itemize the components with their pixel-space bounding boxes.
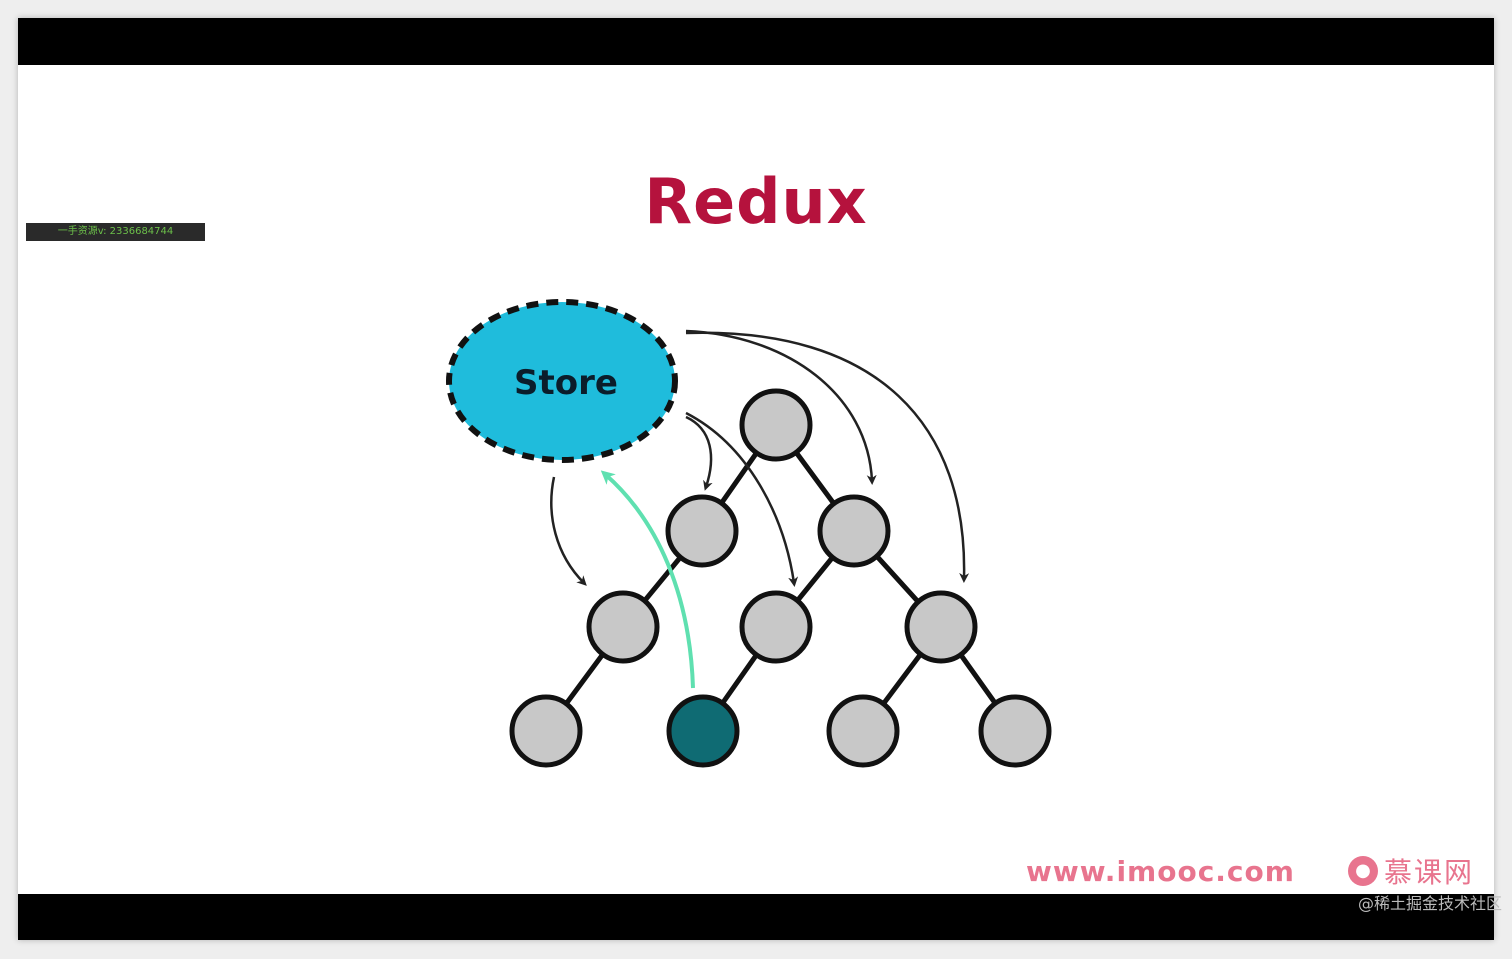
subscribe-arrows bbox=[550, 329, 970, 587]
credit-watermark: @稀土掘金技术社区 bbox=[1357, 894, 1502, 913]
subscribe-arrow bbox=[685, 411, 799, 587]
video-frame: 一手资源v: 2336684744 Redux bbox=[18, 18, 1494, 940]
tree-node bbox=[739, 590, 813, 664]
flame-icon: ● bbox=[1348, 856, 1378, 886]
tree-node bbox=[665, 494, 739, 568]
tree-node bbox=[904, 590, 978, 664]
site-url-watermark: www.imooc.com bbox=[1026, 855, 1295, 888]
subscribe-arrow bbox=[685, 415, 713, 491]
brand-logo: ● 慕课网 bbox=[1348, 853, 1474, 889]
dispatch-arrow bbox=[600, 470, 695, 689]
subscribe-arrow bbox=[685, 329, 877, 485]
tree-nodes bbox=[509, 388, 1052, 768]
watermark-box: 一手资源v: 2336684744 bbox=[26, 223, 205, 241]
tree-node bbox=[826, 694, 900, 768]
store-bubble bbox=[446, 299, 678, 463]
tree-node-active bbox=[666, 694, 740, 768]
redux-diagram: Store bbox=[446, 299, 1052, 768]
brand-name: 慕课网 bbox=[1384, 856, 1475, 889]
tree-node bbox=[586, 590, 660, 664]
slide: 一手资源v: 2336684744 Redux bbox=[18, 65, 1494, 894]
store-label: Store bbox=[514, 363, 618, 403]
tree-node bbox=[509, 694, 583, 768]
tree-edges bbox=[543, 422, 1018, 734]
subscribe-arrow bbox=[550, 476, 587, 586]
store: Store bbox=[446, 299, 678, 463]
tree-node bbox=[978, 694, 1052, 768]
tree-node bbox=[817, 494, 891, 568]
tree-node-root bbox=[739, 388, 813, 462]
subscribe-arrow bbox=[685, 331, 970, 583]
slide-title: Redux bbox=[644, 165, 868, 238]
